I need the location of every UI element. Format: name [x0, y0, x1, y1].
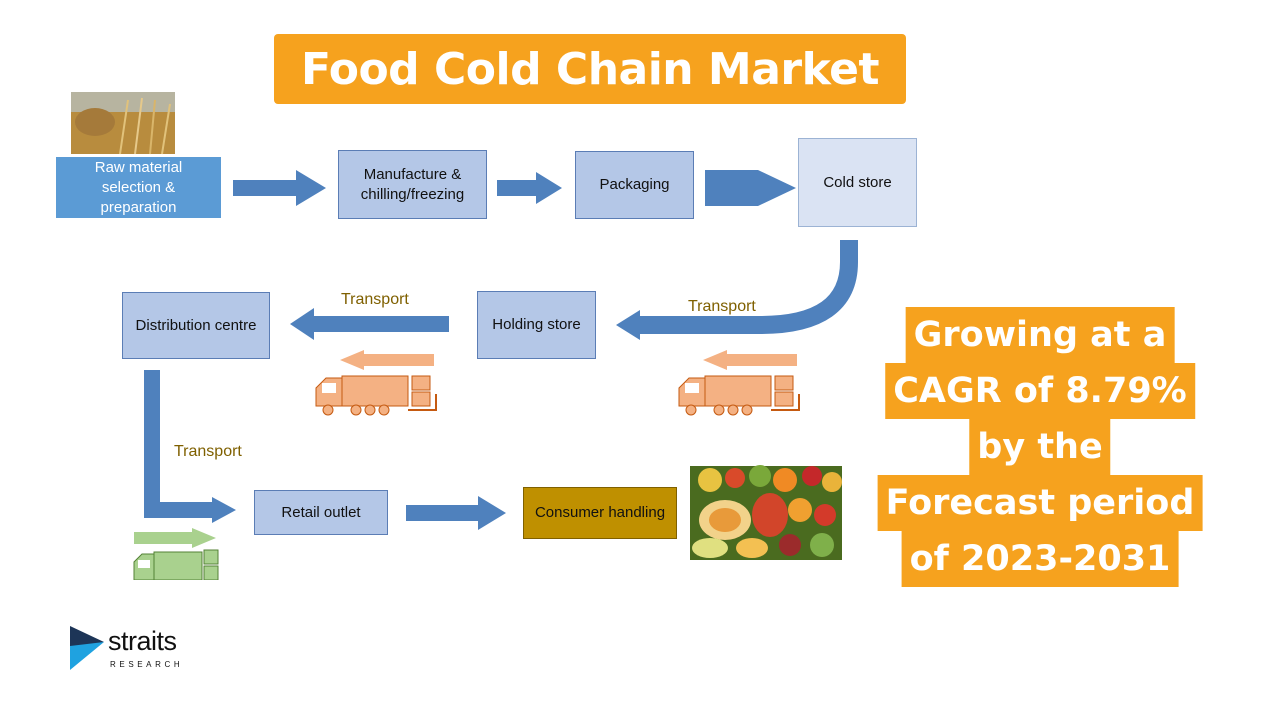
cagr-line: of 2023-2031: [901, 531, 1179, 587]
arrow-packaging-to-cold-store: [705, 170, 796, 206]
logo-subtitle: RESEARCH: [110, 660, 184, 669]
arrow-cold-store-to-holding-store: [640, 240, 858, 334]
cagr-line: CAGR of 8.79%: [885, 363, 1195, 419]
arrow-retail-to-consumer: [406, 496, 506, 530]
flow-box-distribution-centre: Distribution centre: [122, 292, 270, 359]
page-title: Food Cold Chain Market: [300, 43, 880, 95]
flow-box-holding-store: Holding store: [477, 291, 596, 359]
flow-box-label: Consumer handling: [534, 504, 666, 521]
cagr-line: Growing at a: [905, 307, 1175, 363]
delivery-truck-icon: [133, 528, 219, 581]
transport-label: Transport: [174, 443, 242, 460]
fruit-assortment-image: [690, 465, 842, 560]
straits-research-logo: straits RESEARCH: [68, 624, 198, 674]
arrow-manufacture-to-packaging: [497, 172, 562, 204]
transport-label: Transport: [341, 291, 409, 308]
flow-box-raw-material: Raw material selection & preparation: [56, 157, 221, 218]
transport-label: Transport: [688, 298, 756, 315]
cagr-callout: Growing at a CAGR of 8.79% by the Foreca…: [860, 307, 1220, 597]
cagr-line: Forecast period: [877, 475, 1203, 531]
flow-box-cold-store: Cold store: [798, 138, 917, 227]
cagr-line: by the: [969, 419, 1111, 475]
arrow-raw-to-manufacture: [233, 170, 326, 206]
flow-box-label: Packaging: [599, 176, 670, 193]
flow-box-retail-outlet: Retail outlet: [254, 490, 388, 535]
delivery-truck-icon: [315, 350, 437, 416]
arrow-head-holding: [616, 310, 640, 340]
wheat-field-image: [71, 92, 175, 155]
flow-box-label: Retail outlet: [281, 503, 361, 521]
flow-box-label: Raw material selection & preparation: [94, 158, 183, 216]
arrow-head-retail: [212, 497, 236, 523]
arrow-holding-to-distribution: [290, 308, 449, 340]
flow-box-label: Distribution centre: [135, 316, 257, 334]
title-banner: Food Cold Chain Market: [274, 34, 906, 104]
arrow-distribution-to-retail: [144, 370, 212, 518]
flow-box-packaging: Packaging: [575, 151, 694, 219]
flow-box-consumer-handling: Consumer handling: [523, 487, 677, 539]
flow-box-label: Cold store: [823, 173, 892, 191]
flow-box-label: Manufacture & chilling/freezing: [360, 165, 465, 203]
logo-wordmark: straits: [108, 626, 177, 656]
straits-logo-icon: [70, 626, 104, 670]
flow-box-label: Holding store: [492, 316, 581, 333]
flow-box-manufacture: Manufacture & chilling/freezing: [338, 150, 487, 219]
delivery-truck-icon: [678, 350, 800, 416]
